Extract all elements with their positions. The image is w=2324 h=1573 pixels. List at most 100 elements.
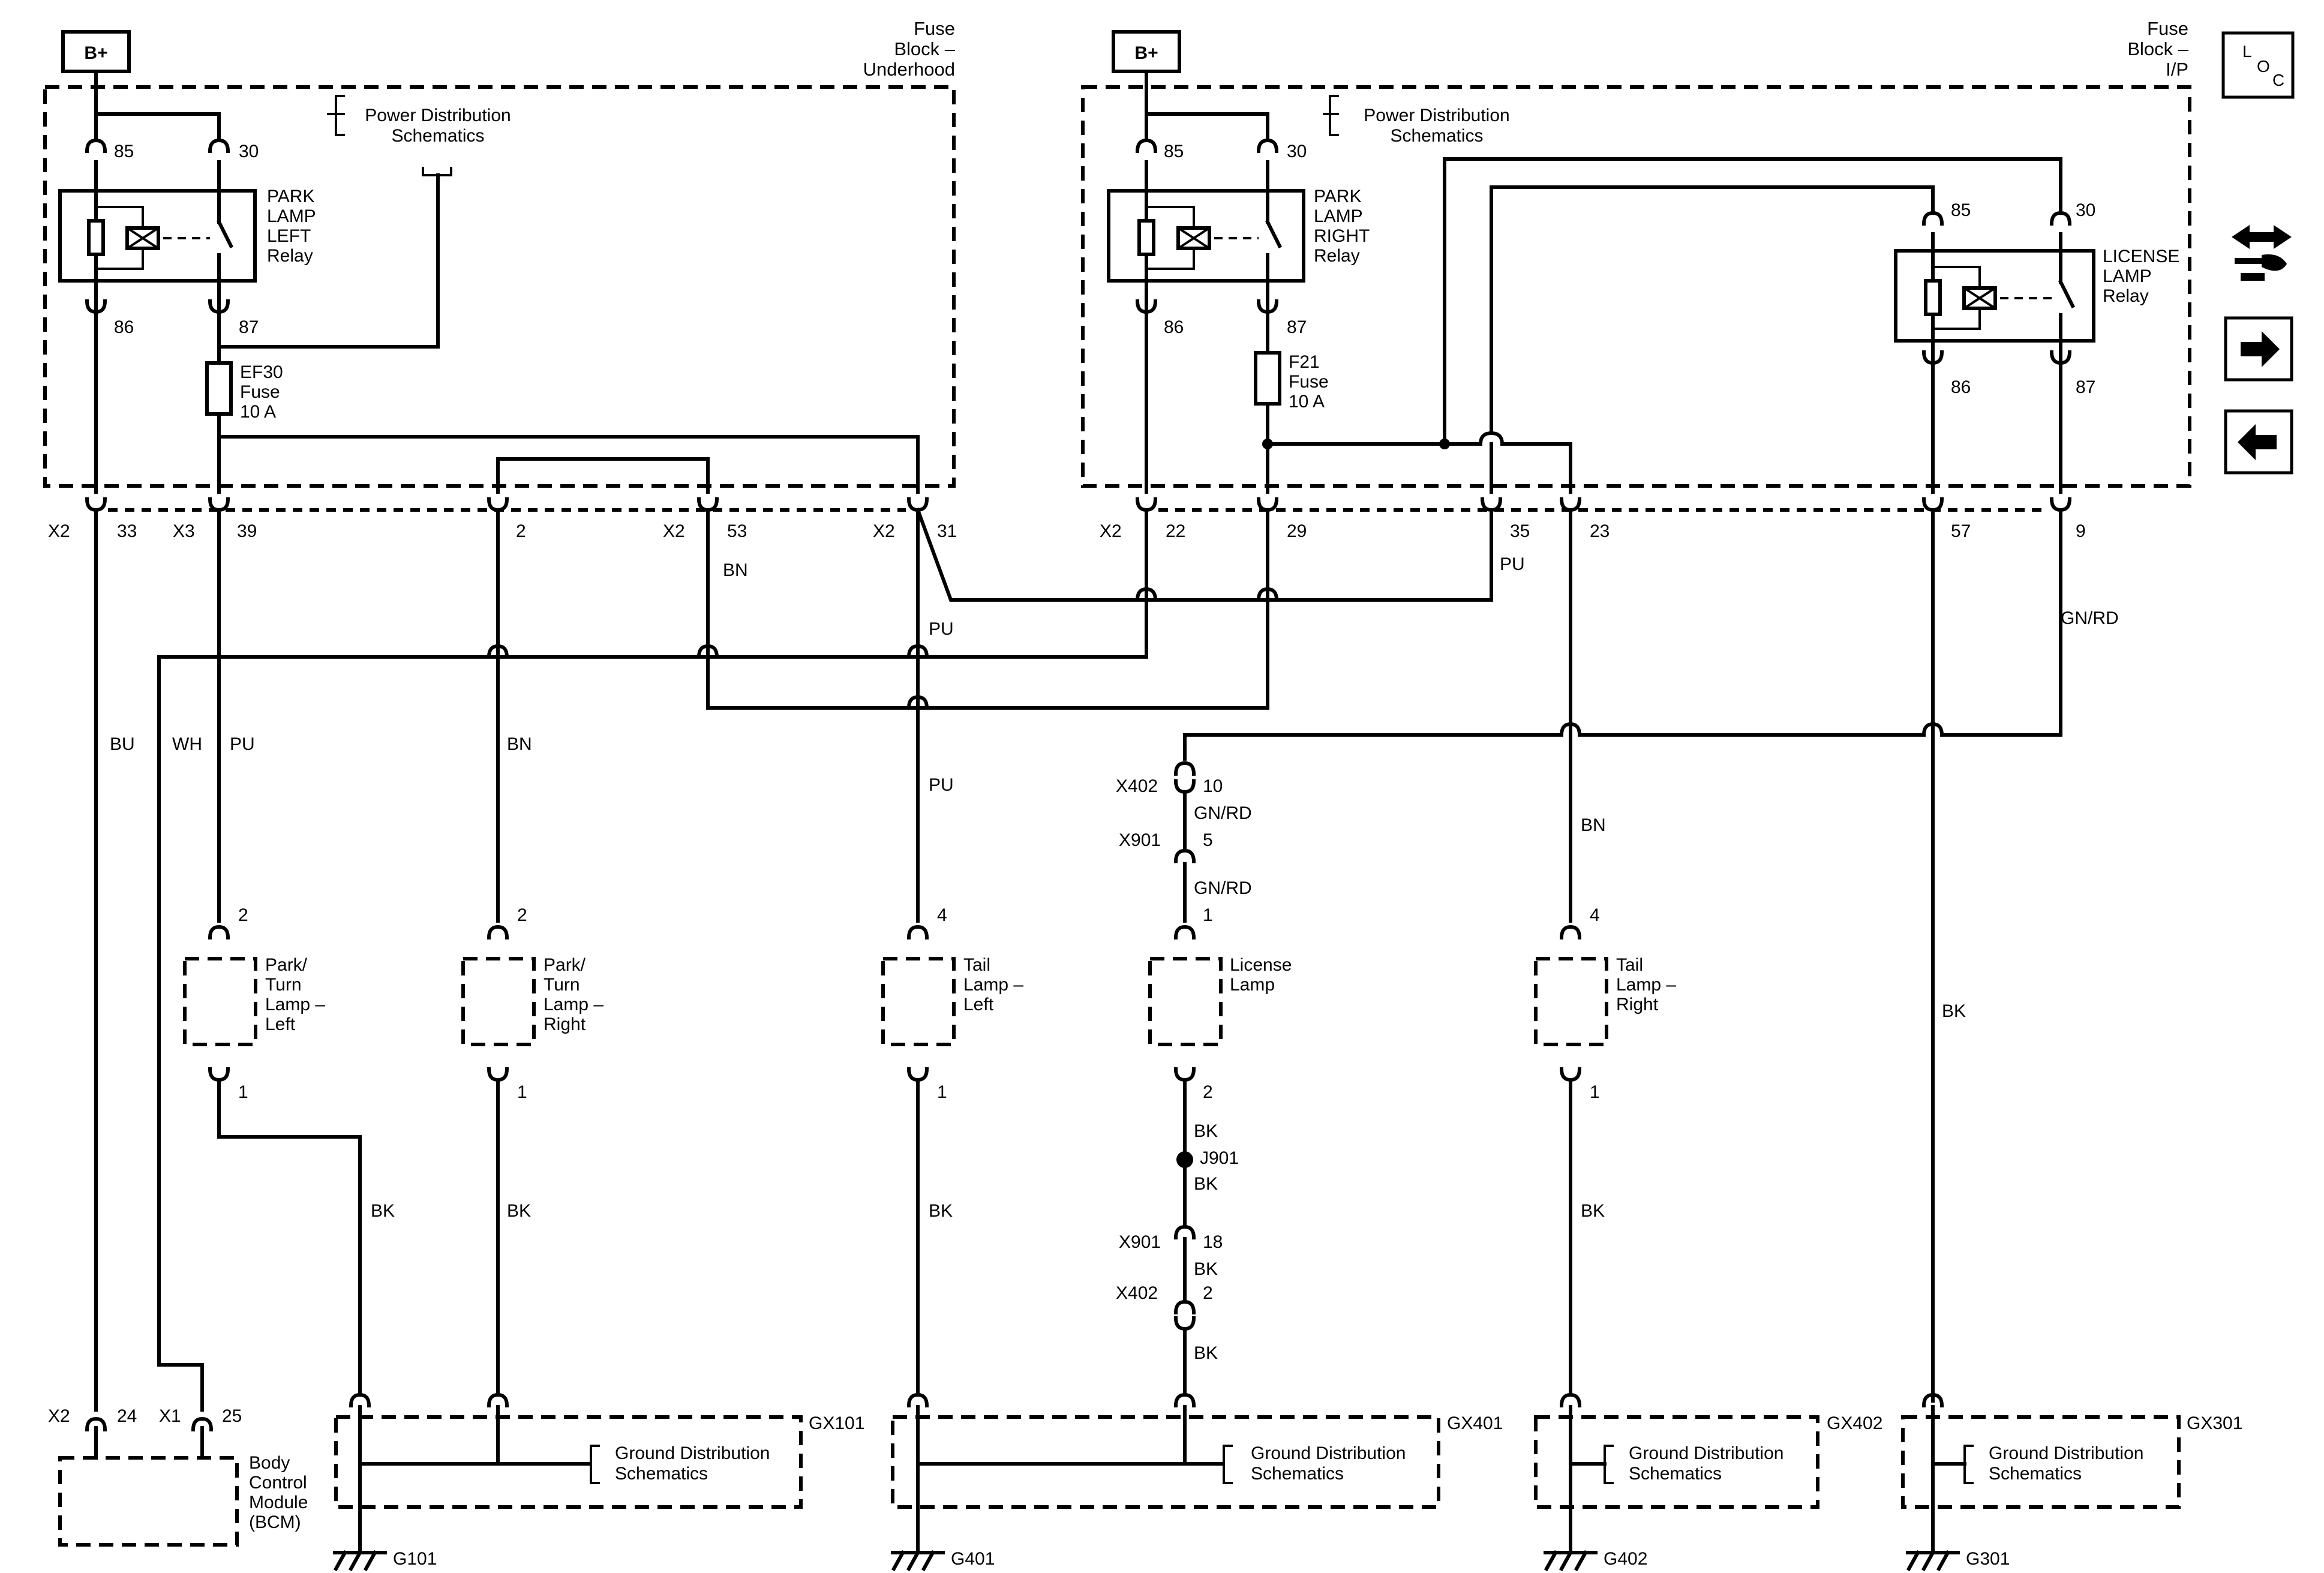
svg-text:1: 1 [1590,1082,1600,1102]
fuse-block-underhood-label: Fuse Block – Underhood [863,18,956,80]
svg-text:GN/RD: GN/RD [2061,608,2119,628]
svg-text:5: 5 [1203,830,1213,850]
svg-text:29: 29 [1287,521,1307,541]
component-bcm-label: Body Control Module (BCM) [249,1453,308,1532]
svg-text:G401: G401 [951,1549,995,1569]
svg-text:Schematics: Schematics [391,126,484,146]
svg-text:2: 2 [516,521,526,541]
svg-text:BK: BK [929,1201,953,1221]
svg-text:33: 33 [117,521,137,541]
svg-text:F21: F21 [1289,352,1320,372]
svg-text:Control: Control [249,1473,307,1493]
svg-text:PU: PU [230,734,255,754]
svg-text:BK: BK [371,1201,395,1221]
svg-text:2: 2 [238,905,248,925]
svg-text:I/P: I/P [2166,59,2188,80]
svg-text:Lamp: Lamp [1230,975,1275,995]
svg-text:B+: B+ [1134,43,1158,63]
next-page-button[interactable] [2224,316,2293,382]
svg-text:Body: Body [249,1453,290,1473]
svg-text:X2: X2 [48,1406,70,1426]
svg-text:Right: Right [544,1014,586,1034]
svg-text:PU: PU [929,775,954,795]
svg-text:2: 2 [517,905,527,925]
svg-text:Schematics: Schematics [1251,1464,1344,1484]
svg-text:LEFT: LEFT [267,226,311,246]
loc-button[interactable]: L O C [2221,31,2295,99]
svg-text:G301: G301 [1966,1549,2010,1569]
svg-text:X901: X901 [1119,1232,1161,1252]
svg-text:22: 22 [1166,521,1185,541]
svg-text:Fuse: Fuse [1289,372,1329,392]
svg-text:C: C [2272,71,2284,89]
component-tail-lamp-right [1534,957,1608,1046]
svg-text:BN: BN [507,734,532,754]
svg-text:EF30: EF30 [240,362,283,382]
svg-text:Schematics: Schematics [1390,126,1483,146]
svg-text:GX101: GX101 [809,1413,864,1433]
svg-text:Relay: Relay [2103,286,2149,306]
svg-text:X402: X402 [1116,1283,1158,1303]
svg-text:LICENSE: LICENSE [2103,247,2179,266]
svg-text:Underhood: Underhood [863,59,955,80]
svg-text:24: 24 [117,1406,137,1426]
svg-text:X2: X2 [663,521,685,541]
svg-text:31: 31 [937,521,957,541]
svg-text:Block –: Block – [2127,38,2188,59]
svg-text:1: 1 [238,1082,248,1102]
relay-park-lamp-left-label: PARK LAMP LEFT Relay [267,187,316,266]
ground-dist-label-gx402: Ground Distribution Schematics [1629,1443,1783,1484]
svg-text:Relay: Relay [1314,246,1360,266]
svg-text:87: 87 [239,317,259,337]
svg-text:O: O [2257,57,2270,76]
svg-text:Schematics: Schematics [615,1464,708,1484]
svg-text:Tail: Tail [1616,955,1643,975]
fuse-ef30-label: EF30 Fuse 10 A [240,362,283,422]
ground-dist-label-gx101: Ground Distribution Schematics [615,1443,770,1484]
ground-symbol-g401: G401 [891,1549,995,1572]
ground-symbol-g101: G101 [333,1549,437,1572]
svg-text:GX401: GX401 [1447,1413,1503,1433]
svg-text:86: 86 [1164,317,1184,337]
power-dist-label-left: Power Distribution Schematics [365,106,511,146]
ground-block-gx101 [334,1415,803,1509]
component-bcm [58,1456,239,1547]
svg-text:4: 4 [1590,905,1600,925]
svg-text:Ground Distribution: Ground Distribution [1629,1443,1783,1463]
svg-text:LAMP: LAMP [1314,206,1363,226]
arrow-left-icon [2238,424,2277,460]
svg-text:25: 25 [222,1406,242,1426]
svg-text:Power Distribution: Power Distribution [365,106,511,125]
power-dist-label-right: Power Distribution Schematics [1364,106,1509,146]
component-park-turn-lamp-right [461,957,536,1046]
component-license-lamp [1148,957,1223,1046]
fuse-ef30 [205,361,233,416]
component-license-lamp-label: License Lamp [1230,955,1292,995]
connector-tool-icon[interactable] [2232,225,2292,281]
svg-text:X2: X2 [1100,521,1122,541]
svg-text:PARK: PARK [1314,187,1361,206]
svg-text:B+: B+ [84,43,107,63]
svg-text:Fuse: Fuse [914,18,955,39]
svg-text:10: 10 [1203,776,1223,796]
fuse-block-ip-outline [1081,85,2191,488]
svg-text:G402: G402 [1604,1549,1647,1569]
svg-text:(BCM): (BCM) [249,1512,301,1532]
svg-text:2: 2 [1203,1082,1213,1102]
svg-text:LAMP: LAMP [2103,266,2152,286]
svg-text:Fuse: Fuse [2147,18,2188,39]
svg-text:2: 2 [1203,1283,1213,1303]
svg-text:RIGHT: RIGHT [1314,226,1370,246]
prev-page-button[interactable] [2224,409,2293,475]
svg-text:86: 86 [1951,377,1971,397]
svg-text:Schematics: Schematics [1989,1464,2082,1484]
svg-text:G101: G101 [393,1549,437,1569]
svg-text:Park/: Park/ [544,955,586,975]
svg-text:BK: BK [507,1201,531,1221]
arrow-right-icon [2241,331,2280,367]
component-tail-lamp-left-label: Tail Lamp – Left [963,955,1023,1014]
svg-text:39: 39 [237,521,257,541]
svg-text:GN/RD: GN/RD [1194,803,1252,823]
ground-dist-label-gx401: Ground Distribution Schematics [1251,1443,1406,1484]
